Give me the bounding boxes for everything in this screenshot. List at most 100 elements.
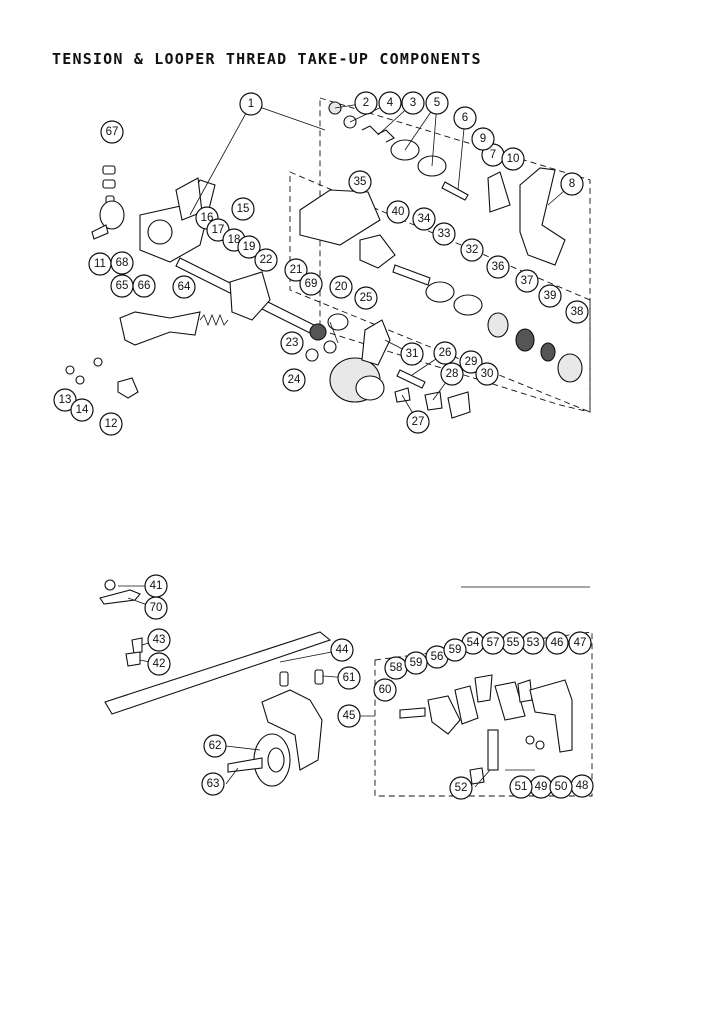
callout-label: 51	[515, 781, 528, 793]
callout-label: 52	[455, 782, 468, 794]
callout-label: 50	[555, 781, 568, 793]
lever-kit-parts	[399, 674, 573, 785]
screw-11	[91, 224, 109, 240]
tension-knob	[99, 200, 125, 230]
callout-53: 53	[521, 631, 545, 655]
callout-label: 46	[551, 637, 564, 649]
callout-36: 36	[486, 255, 510, 279]
callout-45: 45	[337, 704, 361, 728]
small-screws-upper-left	[102, 165, 116, 205]
callout-label: 67	[106, 126, 119, 138]
callout-67: 67	[100, 120, 124, 144]
callout-label: 27	[412, 416, 425, 428]
callout-52: 52	[449, 776, 473, 800]
callout-5: 5	[425, 91, 449, 115]
callout-38: 38	[565, 300, 589, 324]
callout-10: 10	[501, 147, 525, 171]
callout-48: 48	[570, 774, 594, 798]
callout-label: 47	[574, 637, 587, 649]
callout-label: 28	[446, 368, 459, 380]
callout-label: 4	[387, 97, 394, 109]
looper-lever-65	[119, 311, 201, 346]
callout-label: 16	[201, 212, 214, 224]
callout-34: 34	[412, 207, 436, 231]
callout-label: 20	[335, 281, 348, 293]
callout-60: 60	[373, 678, 397, 702]
callout-20: 20	[329, 275, 353, 299]
callout-label: 63	[207, 778, 220, 790]
callout-43: 43	[147, 628, 171, 652]
callout-69: 69	[299, 272, 323, 296]
callout-label: 39	[544, 290, 557, 302]
callout-label: 56	[431, 651, 444, 663]
cam-29-30	[447, 391, 471, 419]
callout-label: 59	[410, 657, 423, 669]
callout-label: 64	[178, 281, 191, 293]
callout-49: 49	[529, 775, 553, 799]
callout-70: 70	[144, 596, 168, 620]
long-rail-44	[104, 631, 332, 715]
callout-4: 4	[378, 91, 402, 115]
callout-30: 30	[475, 362, 499, 386]
callout-label: 36	[492, 261, 505, 273]
callout-label: 54	[467, 637, 480, 649]
callout-label: 3	[410, 97, 416, 109]
callout-label: 7	[490, 149, 496, 161]
bracket-34	[359, 234, 396, 269]
callout-51: 51	[509, 775, 533, 799]
callout-label: 6	[462, 112, 468, 124]
screw-41	[104, 579, 116, 591]
callout-label: 22	[260, 254, 273, 266]
callout-12: 12	[99, 412, 123, 436]
callout-label: 55	[507, 637, 520, 649]
callout-label: 15	[237, 203, 250, 215]
callout-32: 32	[460, 238, 484, 262]
callout-label: 35	[354, 176, 367, 188]
take-up-lever-31	[361, 319, 391, 366]
callout-label: 53	[527, 637, 540, 649]
callout-8: 8	[560, 172, 584, 196]
callout-label: 5	[434, 97, 440, 109]
callout-label: 45	[343, 710, 356, 722]
callout-label: 61	[343, 672, 356, 684]
callout-63: 63	[201, 772, 225, 796]
callout-label: 17	[212, 224, 225, 236]
callout-label: 25	[360, 292, 373, 304]
callout-label: 30	[481, 368, 494, 380]
callout-label: 32	[466, 244, 479, 256]
callout-66: 66	[132, 274, 156, 298]
callout-label: 62	[209, 740, 222, 752]
callout-label: 21	[290, 264, 303, 276]
callout-label: 26	[439, 347, 452, 359]
callout-label: 12	[105, 418, 118, 430]
stud-33	[392, 264, 431, 286]
callout-50: 50	[549, 775, 573, 799]
callout-label: 1	[248, 98, 254, 110]
callout-label: 48	[576, 780, 589, 792]
callout-label: 34	[418, 213, 431, 225]
callout-label: 65	[116, 280, 129, 292]
callout-15: 15	[231, 197, 255, 221]
callout-11: 11	[88, 252, 112, 276]
screw-61a	[279, 671, 289, 687]
callout-label: 2	[363, 97, 369, 109]
callout-13: 13	[53, 388, 77, 412]
screw-61b	[314, 669, 324, 685]
callout-label: 41	[150, 580, 163, 592]
callout-31: 31	[400, 342, 424, 366]
callout-21: 21	[284, 258, 308, 282]
callout-65: 65	[110, 274, 134, 298]
callout-label: 59	[449, 644, 462, 656]
lever-bracket-45	[261, 689, 323, 771]
callout-label: 8	[569, 178, 575, 190]
bracket-12	[117, 377, 139, 399]
tension-assembly-group-outline	[319, 97, 591, 413]
tension-plate-8	[519, 167, 566, 266]
callout-25: 25	[354, 286, 378, 310]
callout-2: 2	[354, 91, 378, 115]
looper-bracket-70	[99, 589, 141, 605]
callout-label: 42	[153, 658, 166, 670]
plate-35-40	[299, 189, 381, 246]
callout-label: 57	[487, 637, 500, 649]
